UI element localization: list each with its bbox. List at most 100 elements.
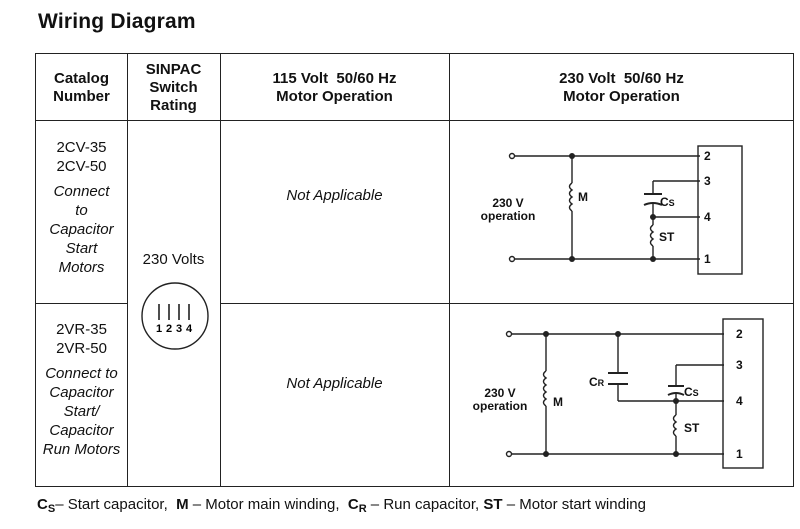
start-capacitor-label: CS bbox=[684, 385, 699, 399]
catalog-cell: 2CV-35 2CV-50 Connect to Capacitor Start… bbox=[36, 138, 127, 277]
junction bbox=[673, 451, 679, 457]
header-text: SINPAC bbox=[145, 60, 202, 78]
legend-cs-subscript: S bbox=[47, 503, 56, 515]
description-line: Capacitor bbox=[49, 384, 114, 401]
supply-terminal bbox=[508, 152, 516, 160]
legend: C S– Start capacitor, M – Motor main wind… bbox=[37, 496, 646, 515]
description-line: Run Motors bbox=[42, 441, 121, 458]
page-title: Wiring Diagram bbox=[38, 10, 196, 33]
wiring-diagram-capacitor-start-run: 2 3 4 1 M CR CS ST 230 V operation bbox=[473, 318, 764, 469]
supply-terminal bbox=[505, 450, 513, 458]
switch-block bbox=[697, 145, 743, 275]
terminal-label: 4 bbox=[186, 323, 193, 335]
junction bbox=[650, 214, 656, 220]
junction bbox=[569, 256, 575, 262]
supply-label: 230 V bbox=[484, 386, 515, 400]
description-line: Motors bbox=[58, 259, 105, 276]
label-main: C bbox=[684, 385, 693, 399]
legend-cr-subscript: R bbox=[358, 503, 367, 515]
terminal-label: 4 bbox=[736, 394, 743, 408]
switch-rating: 230 Volts bbox=[142, 251, 205, 268]
description-line: Start bbox=[65, 240, 98, 257]
supply-label: operation bbox=[473, 399, 528, 413]
terminal-label: 2 bbox=[736, 327, 743, 341]
header-text: Number bbox=[53, 87, 110, 105]
start-winding bbox=[672, 414, 678, 437]
main-winding bbox=[568, 182, 574, 212]
supply-label: operation bbox=[481, 209, 536, 223]
terminal-label: 2 bbox=[704, 149, 711, 163]
switch-rating-cell: 230 Volts bbox=[127, 250, 220, 269]
junction bbox=[673, 398, 679, 404]
115v-cell: Not Applicable bbox=[286, 375, 383, 392]
supply-terminal bbox=[505, 330, 513, 338]
start-winding bbox=[649, 224, 655, 247]
description-line: Capacitor bbox=[49, 221, 114, 238]
catalog-number: 2CV-50 bbox=[56, 158, 107, 175]
catalog-number: 2VR-50 bbox=[56, 340, 107, 357]
label-sub: R bbox=[598, 378, 605, 388]
switch-block bbox=[722, 318, 764, 469]
catalog-number: 2VR-35 bbox=[56, 321, 107, 338]
header-text: Catalog bbox=[53, 69, 109, 87]
terminal-label: 1 bbox=[704, 252, 711, 266]
row-divider bbox=[220, 303, 793, 304]
start-winding-label: ST bbox=[659, 230, 675, 244]
legend-st-symbol: ST bbox=[483, 496, 503, 513]
header-text: Switch bbox=[149, 78, 198, 96]
main-winding bbox=[542, 370, 548, 407]
switch-connector-icon: 1 2 3 4 bbox=[141, 282, 209, 350]
description-line: Start/ bbox=[63, 403, 100, 420]
label-sub: S bbox=[693, 388, 699, 398]
terminal-label: 1 bbox=[156, 323, 162, 335]
terminal-label: 4 bbox=[704, 210, 711, 224]
description-line: Connect bbox=[53, 183, 110, 200]
start-winding-label: ST bbox=[684, 421, 700, 435]
label-sub: S bbox=[669, 198, 675, 208]
catalog-cell: 2VR-35 2VR-50 Connect to Capacitor Start… bbox=[36, 320, 127, 459]
header-text: 230 Volt 50/60 Hz bbox=[559, 69, 684, 87]
legend-cr-symbol: C bbox=[347, 496, 359, 513]
header-divider bbox=[36, 120, 793, 121]
terminal-label: 2 bbox=[166, 323, 172, 335]
main-winding-label: M bbox=[553, 395, 563, 409]
header-text: Motor Operation bbox=[563, 87, 680, 105]
description-line: to bbox=[75, 202, 88, 219]
start-capacitor-label: CS bbox=[660, 195, 675, 209]
header-text: Rating bbox=[150, 96, 197, 114]
catalog-number: 2CV-35 bbox=[56, 139, 107, 156]
junction bbox=[650, 256, 656, 262]
legend-m-symbol: M bbox=[176, 496, 189, 513]
header-text: 115 Volt 50/60 Hz bbox=[272, 69, 397, 87]
label-main: C bbox=[589, 375, 598, 389]
legend-cr-text: – Run capacitor, bbox=[366, 496, 480, 513]
wiring-diagram-capacitor-start: 2 3 4 1 M CS ST 230 V operation bbox=[481, 145, 743, 275]
junction bbox=[569, 153, 575, 159]
column-divider bbox=[220, 54, 221, 486]
column-divider bbox=[449, 54, 450, 486]
column-divider bbox=[127, 54, 128, 486]
junction bbox=[615, 331, 621, 337]
terminal-label: 3 bbox=[736, 358, 743, 372]
legend-st-text: – Motor start winding bbox=[502, 496, 646, 513]
run-capacitor-label: CR bbox=[589, 375, 605, 389]
row-divider bbox=[36, 303, 127, 304]
label-main: C bbox=[660, 195, 669, 209]
description-line: Capacitor bbox=[49, 422, 114, 439]
description-line: Connect to bbox=[45, 365, 118, 382]
junction bbox=[543, 331, 549, 337]
junction bbox=[543, 451, 549, 457]
header-text: Motor Operation bbox=[276, 87, 393, 105]
115v-cell: Not Applicable bbox=[286, 187, 383, 204]
main-winding-label: M bbox=[578, 190, 588, 204]
legend-cs-text: – Start capacitor, bbox=[55, 496, 168, 513]
supply-label: 230 V bbox=[492, 196, 523, 210]
legend-m-text: – Motor main winding, bbox=[188, 496, 340, 513]
terminal-label: 3 bbox=[176, 323, 182, 335]
supply-terminal bbox=[508, 255, 516, 263]
